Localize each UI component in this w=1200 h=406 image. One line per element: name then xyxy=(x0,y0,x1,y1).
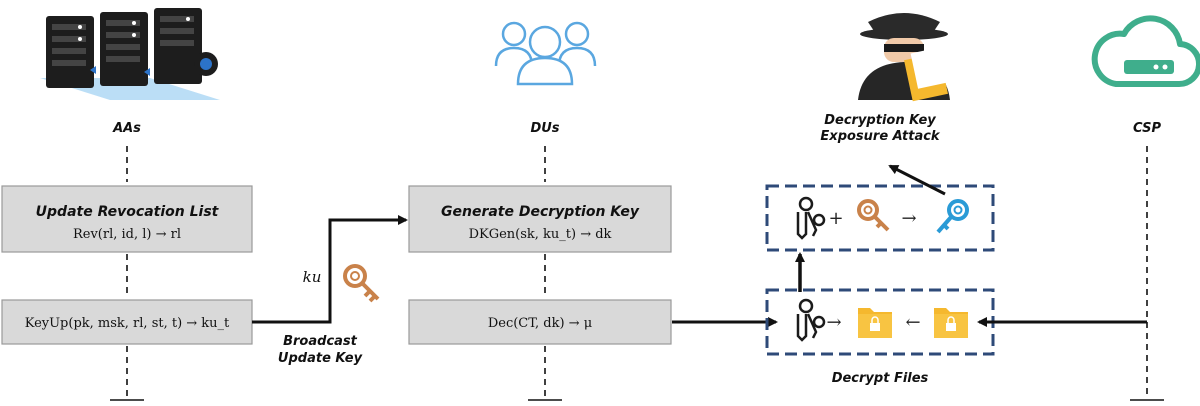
locked-folder-icon-1 xyxy=(858,308,892,338)
attack-label-line1: Decryption Key xyxy=(824,113,936,128)
update-key-icon xyxy=(343,264,380,303)
lifelines xyxy=(126,146,1148,398)
keyup-formula: KeyUp(pk, msk, rl, st, t) → ku_t xyxy=(25,316,230,331)
users-icon xyxy=(494,21,597,86)
servers-icon xyxy=(40,8,220,100)
attacker-icon xyxy=(858,13,950,102)
attack-arrow xyxy=(888,164,946,196)
dkgen-formula: DKGen(sk, ku_t) → dk xyxy=(469,227,612,242)
cloud-icon xyxy=(1091,15,1200,88)
dec-box: Dec(CT, dk) → μ xyxy=(408,299,672,345)
rev-formula: Rev(rl, id, l) → rl xyxy=(73,227,181,242)
decrypt-files-label: Decrypt Files xyxy=(832,371,929,386)
keyup-box: KeyUp(pk, msk, rl, st, t) → ku_t xyxy=(1,299,253,345)
csp-label: CSP xyxy=(1133,121,1161,136)
dus-label: DUs xyxy=(530,121,559,136)
key-bunch-icon-top xyxy=(796,196,826,240)
generate-key-box: Generate Decryption Key DKGen(sk, ku_t) … xyxy=(408,185,672,253)
attack-label-line2: Exposure Attack xyxy=(820,129,941,144)
plus-symbol: + xyxy=(828,208,843,229)
attack-frame xyxy=(765,184,995,252)
locked-folder-icon-2 xyxy=(934,308,968,338)
broadcast-label-line2: Update Key xyxy=(278,351,363,366)
generate-key-title: Generate Decryption Key xyxy=(441,204,640,220)
arrow-symbol-bottom-left: ← xyxy=(905,312,920,333)
broadcast-label-line1: Broadcast xyxy=(283,334,358,349)
orange-key-icon xyxy=(857,199,890,232)
update-revocation-title: Update Revocation List xyxy=(36,204,220,220)
dec-formula: Dec(CT, dk) → μ xyxy=(488,316,592,331)
update-revocation-box: Update Revocation List Rev(rl, id, l) → … xyxy=(1,185,253,253)
key-bunch-icon-bottom xyxy=(796,298,826,342)
arrow-symbol-bottom-right: → xyxy=(826,312,841,333)
ku-label: ku xyxy=(303,268,322,286)
arrow-symbol-top: → xyxy=(901,208,916,229)
aas-label: AAs xyxy=(112,121,141,136)
broadcast-arrow xyxy=(252,215,408,324)
blue-key-icon xyxy=(936,199,969,234)
